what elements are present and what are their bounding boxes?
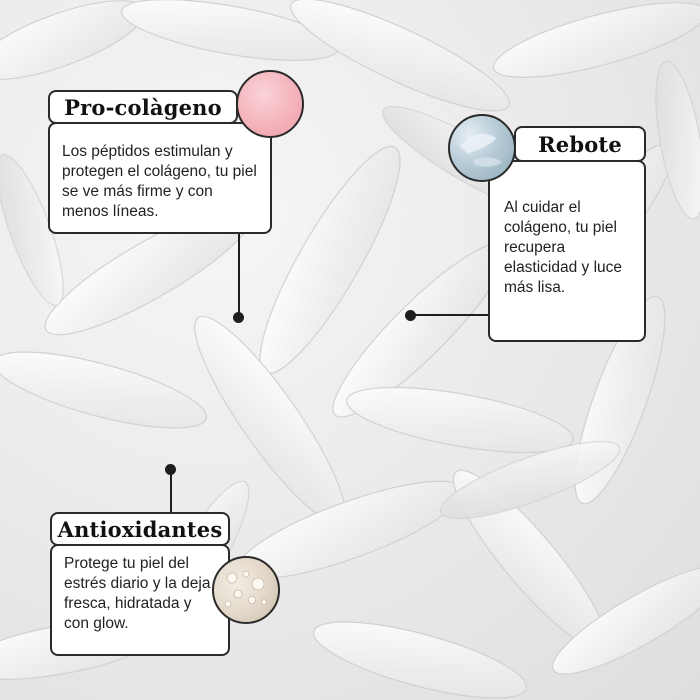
antioxidantes-title: Antioxidantes [57,516,223,542]
title-box-rebote: Rebote [514,126,646,162]
antioxidantes-description: Protege tu piel del estrés diario y la d… [64,555,211,632]
pro-colageno-description: Los péptidos estimulan y protegen el col… [62,143,257,220]
rebote-description: Al cuidar el colágeno, tu piel recupera … [504,199,623,296]
gel-highlight-icon [460,133,502,167]
card-antioxidantes: Protege tu piel del estrés diario y la d… [50,544,230,656]
connector-line-antioxidantes [170,470,172,514]
title-box-pro-colageno: Pro-colàgeno [48,90,238,124]
card-pro-colageno: Los péptidos estimulan y protegen el col… [48,122,272,234]
connector-dot-antioxidantes [165,464,176,475]
title-box-antioxidantes: Antioxidantes [50,512,230,546]
pink-texture-swatch-icon [236,70,304,138]
pro-colageno-title: Pro-colàgeno [64,94,222,120]
connector-line-rebote [410,314,490,316]
connector-line-pro-colageno [238,233,240,317]
cream-bubbles-texture-icon [212,556,280,624]
connector-dot-rebote [405,310,416,321]
connector-dot-pro-colageno [233,312,244,323]
card-rebote: Al cuidar el colágeno, tu piel recupera … [488,160,646,342]
rebote-title: Rebote [538,131,622,157]
cream-bubbles-icon [224,570,267,608]
blue-gel-texture-icon [448,114,516,182]
